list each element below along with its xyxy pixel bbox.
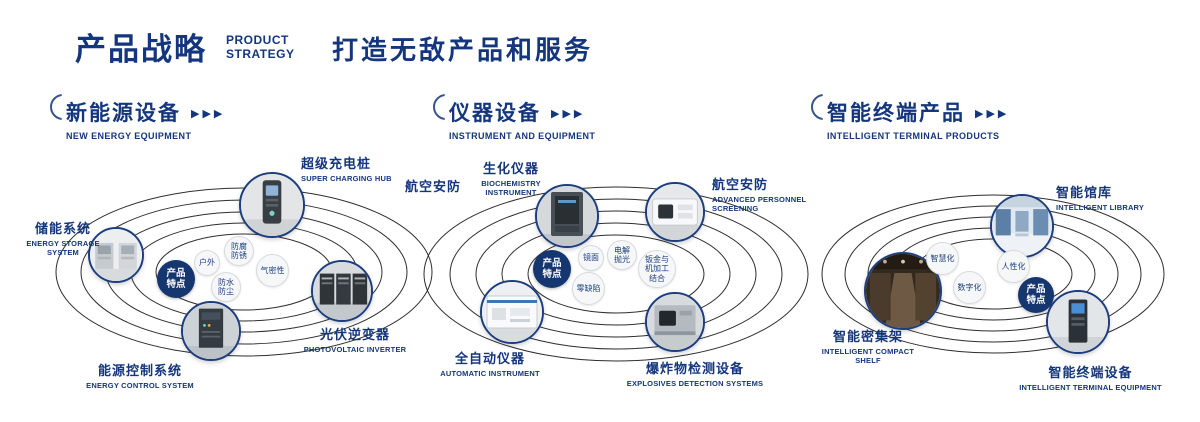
item-label-energy-storage: 储能系统 ENERGY STORAGE SYSTEM	[20, 218, 106, 258]
super-charging-hub-photo	[239, 172, 305, 238]
feature-bubble-digital: 数字化	[953, 271, 986, 304]
item-label-en: INTELLIGENT TERMINAL EQUIPMENT	[1019, 383, 1162, 392]
item-label-en: BIOCHEMISTRY INSTRUMENT	[481, 179, 541, 198]
feature-bubble-intelligent: 智慧化	[926, 242, 959, 275]
orbit-rings	[423, 186, 809, 362]
item-label-intelligent-library: 智能馆库 INTELLIGENT LIBRARY	[1056, 182, 1176, 212]
triple-arrow-icon: ▶▶▶	[191, 107, 226, 120]
feature-bubble-anticorrosion: 防腐防锈	[224, 236, 254, 266]
section-subtitle: INTELLIGENT TERMINAL PRODUCTS	[827, 131, 1000, 141]
item-label-en: SUPER CHARGING HUB	[301, 174, 392, 183]
subtitle-line1: PRODUCT	[226, 33, 289, 47]
item-label-zh: 智能馆库	[1056, 185, 1113, 200]
item-label-zh: 储能系统	[34, 221, 91, 236]
automatic-instrument-photo	[480, 280, 544, 344]
triple-arrow-icon: ▶▶▶	[975, 107, 1010, 120]
page-subtitle: PRODUCT STRATEGY	[226, 33, 295, 62]
product-features-badge: 产品特点	[157, 260, 195, 298]
personnel-screening-photo	[645, 182, 705, 242]
item-label-automatic-instrument: 全自动仪器 AUTOMATIC INSTRUMENT	[425, 348, 555, 378]
triple-arrow-icon: ▶▶▶	[551, 107, 586, 120]
item-label-en: INTELLIGENT COMPACT SHELF	[821, 347, 915, 366]
item-label-personnel-screening: 航空安防 ADVANCED PERSONNEL SCREENING	[712, 174, 822, 214]
feature-bubble-mirror: 镜面	[578, 245, 604, 271]
product-features-badge: 产品特点	[1018, 277, 1054, 313]
item-label-en: ENERGY STORAGE SYSTEM	[26, 239, 100, 258]
item-label-en: EXPLOSIVES DETECTION SYSTEMS	[626, 379, 764, 388]
item-label-explosives-detection: 爆炸物检测设备 EXPLOSIVES DETECTION SYSTEMS	[610, 358, 780, 388]
biochemistry-instrument-photo	[535, 184, 599, 248]
product-features-badge: 产品特点	[533, 250, 571, 288]
section-header-instruments: 仪器设备 ▶▶▶ INSTRUMENT AND EQUIPMENT	[449, 97, 595, 141]
item-label-zh: 爆炸物检测设备	[645, 361, 744, 376]
section-subtitle: NEW ENERGY EQUIPMENT	[66, 131, 192, 141]
item-label-biochemistry: 生化仪器 BIOCHEMISTRY INSTRUMENT	[455, 158, 567, 198]
item-label-zh: 光伏逆变器	[319, 327, 390, 342]
section-header-new-energy: 新能源设备 ▶▶▶ NEW ENERGY EQUIPMENT	[66, 97, 225, 141]
section-title: 新能源设备	[66, 102, 181, 125]
explosives-detection-photo	[645, 292, 705, 352]
feature-bubble-zerodefect: 零缺陷	[572, 272, 605, 305]
item-label-en: AUTOMATIC INSTRUMENT	[440, 369, 540, 378]
item-label-intelligent-compact-shelf: 智能密集架 INTELLIGENT COMPACT SHELF	[818, 326, 918, 366]
item-label-zh: 生化仪器	[482, 161, 539, 176]
item-label-zh: 能源控制系统	[97, 363, 182, 378]
orbit-rings	[821, 194, 1165, 354]
energy-control-system-photo	[181, 301, 241, 361]
feature-bubble-sheetmetal: 钣金与机加工结合	[638, 250, 676, 288]
item-label-en: INTELLIGENT LIBRARY	[1056, 203, 1145, 212]
item-label-zh: 智能终端设备	[1048, 365, 1133, 380]
item-label-en: PHOTOVOLTAIC INVERTER	[303, 345, 407, 354]
energy-storage-photo	[88, 227, 144, 283]
section-title: 仪器设备	[449, 102, 541, 125]
item-label-zh: 超级充电桩	[301, 156, 372, 171]
section-header-intelligent-terminal: 智能终端产品 ▶▶▶ INTELLIGENT TERMINAL PRODUCTS	[827, 97, 1009, 141]
page-title: 产品战略	[75, 32, 207, 67]
feature-bubble-humanized: 人性化	[997, 250, 1030, 283]
item-label-aviation-security-left: 航空安防	[405, 179, 462, 194]
item-label-en: ENERGY CONTROL SYSTEM	[86, 381, 194, 390]
tagline: 打造无敌产品和服务	[332, 35, 594, 65]
item-label-en: ADVANCED PERSONNEL SCREENING	[712, 195, 807, 214]
section-title: 智能终端产品	[827, 102, 965, 125]
photovoltaic-inverter-photo	[311, 260, 373, 322]
item-label-zh: 全自动仪器	[454, 351, 525, 366]
item-label-photovoltaic-inverter: 光伏逆变器 PHOTOVOLTAIC INVERTER	[295, 324, 415, 354]
subtitle-line2: STRATEGY	[226, 46, 295, 61]
feature-bubble-outdoor: 户外	[194, 250, 220, 276]
feature-bubble-waterproof: 防水防尘	[211, 272, 241, 302]
item-label-zh: 智能密集架	[832, 329, 903, 344]
feature-bubble-airtight: 气密性	[256, 254, 289, 287]
intelligent-library-photo	[990, 194, 1054, 258]
section-subtitle: INSTRUMENT AND EQUIPMENT	[449, 131, 596, 141]
feature-bubble-electropolish: 电解抛光	[607, 240, 637, 270]
item-label-energy-control-system: 能源控制系统 ENERGY CONTROL SYSTEM	[70, 360, 210, 390]
item-label-intelligent-terminal-equipment: 智能终端设备 INTELLIGENT TERMINAL EQUIPMENT	[1008, 362, 1173, 392]
item-label-super-charging-hub: 超级充电桩 SUPER CHARGING HUB	[301, 153, 431, 183]
item-label-zh: 航空安防	[712, 177, 769, 192]
intelligent-terminal-photo	[1046, 290, 1110, 354]
